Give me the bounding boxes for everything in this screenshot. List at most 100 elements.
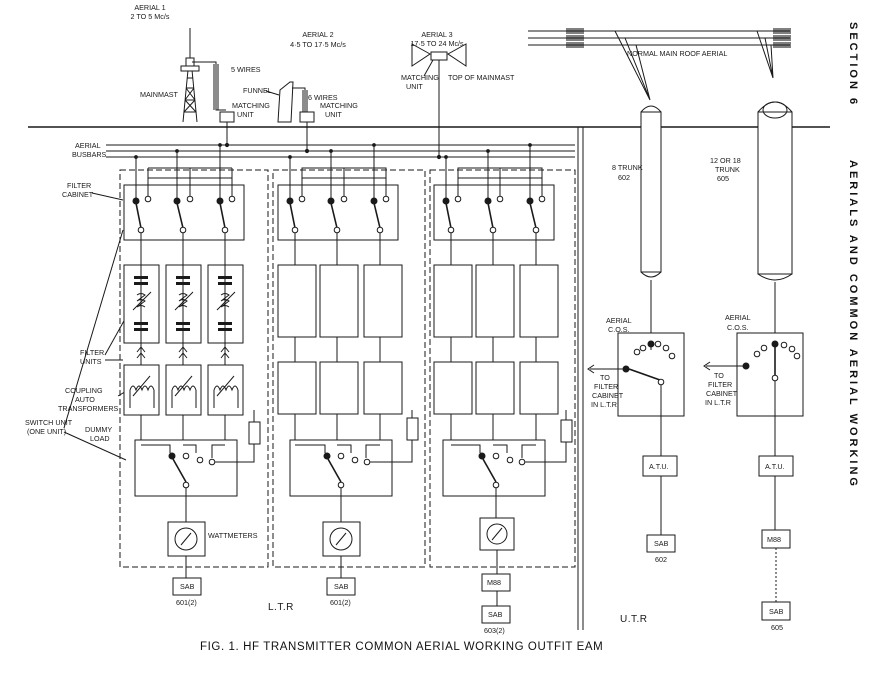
dummy-load-label-1: DUMMY bbox=[85, 425, 112, 434]
m88-ltr-label: M88 bbox=[487, 578, 501, 587]
channel-1: WATTMETERS SAB 601(2) bbox=[119, 143, 269, 607]
filter-units-label-1: FILTER bbox=[80, 348, 104, 357]
aerial-3-name: AERIAL 3 bbox=[421, 30, 452, 39]
busbars-label-1: AERIAL bbox=[75, 141, 101, 150]
aerial-busbars: AERIAL BUSBARS bbox=[72, 122, 575, 160]
channel-1-boundary bbox=[119, 169, 269, 568]
wattmeters-label: WATTMETERS bbox=[208, 531, 258, 540]
to-filter-602-4: IN L.T.R bbox=[591, 400, 617, 409]
mainmast-feeder bbox=[192, 61, 226, 111]
sab-601-1 bbox=[172, 577, 202, 596]
switch-unit-2 bbox=[289, 410, 419, 522]
mainmast-platform bbox=[180, 65, 200, 72]
matching-unit-3 bbox=[430, 51, 448, 61]
aerial-2-name: AERIAL 2 bbox=[302, 30, 333, 39]
top-of-mainmast-label: TOP OF MAINMAST bbox=[448, 73, 515, 82]
sab-601-1-label: SAB bbox=[180, 582, 195, 591]
trunk-605-label-3: 605 bbox=[717, 174, 729, 183]
aerial-2-range: 4·5 TO 17·5 Mc/s bbox=[290, 40, 346, 49]
sab-602-label: SAB bbox=[654, 539, 669, 548]
funnel-pointer bbox=[265, 90, 280, 96]
to-filter-602-1: TO bbox=[600, 373, 610, 382]
matching-label-1: MATCHING bbox=[232, 101, 270, 110]
sab-601-2 bbox=[326, 577, 356, 596]
switch-unit-3 bbox=[442, 410, 573, 518]
sab-602-sub: 602 bbox=[655, 555, 667, 564]
m88-ltr bbox=[481, 573, 511, 592]
dummy-load-label-2: LOAD bbox=[90, 434, 110, 443]
switch-unit-label-2: (ONE UNIT) bbox=[27, 427, 66, 436]
trunk-605-label-2: TRUNK bbox=[715, 165, 740, 174]
utr-trunk-605: 12 OR 18 TRUNK 605 AERIAL C.O.S. TO FILT… bbox=[703, 101, 804, 632]
matching-label-2: MATCHING bbox=[320, 101, 358, 110]
coupling-label-2: AUTO bbox=[75, 395, 95, 404]
atu-602-label: A.T.U. bbox=[649, 462, 669, 471]
trunk-602 bbox=[640, 111, 662, 273]
insulators-left bbox=[566, 28, 584, 48]
busbars-label-2: BUSBARS bbox=[72, 150, 107, 159]
dummy-load-3 bbox=[560, 419, 573, 443]
filter-switch-1b bbox=[173, 149, 194, 265]
funnel-label: FUNNEL bbox=[243, 86, 272, 95]
filter-switch-1c bbox=[147, 143, 236, 265]
aerial-cos-605 bbox=[736, 332, 804, 417]
switch-unit-label-1: SWITCH UNIT bbox=[25, 418, 73, 427]
aerial-cos-602-label-1: AERIAL bbox=[606, 316, 632, 325]
aerial-cos-602-label-2: C.O.S. bbox=[608, 325, 630, 334]
dummy-load-1 bbox=[248, 421, 261, 445]
trunk-602-label-2: 602 bbox=[618, 173, 630, 182]
figure-caption: FIG. 1. HF TRANSMITTER COMMON AERIAL WOR… bbox=[200, 641, 603, 653]
sab-603-label: SAB bbox=[488, 610, 503, 619]
dipole-left bbox=[411, 43, 431, 67]
trunk-605 bbox=[757, 111, 793, 275]
filter-units-1 bbox=[123, 264, 244, 365]
sab-603-sub: 603(2) bbox=[484, 626, 505, 635]
unit-label-3: UNIT bbox=[406, 82, 423, 91]
wattmeter-3 bbox=[479, 517, 515, 574]
switch-unit-1 bbox=[134, 410, 261, 522]
channel-3: M88 SAB 603(2) bbox=[429, 143, 576, 635]
mainmast-label: MAINMAST bbox=[140, 90, 179, 99]
atu-605-label: A.T.U. bbox=[765, 462, 785, 471]
five-wires-label: 5 WIRES bbox=[231, 65, 261, 74]
roof-downlead-602 bbox=[614, 30, 651, 101]
roof-downlead-605 bbox=[756, 30, 774, 79]
atu-602 bbox=[642, 455, 678, 477]
utr-trunk-602: 8 TRUNK 602 AERIAL C.O.S. TO FILTER CABI… bbox=[587, 105, 685, 564]
coupling-transformers-1 bbox=[123, 364, 244, 445]
trunk-602-label-1: 8 TRUNK bbox=[612, 163, 643, 172]
left-labels: FILTER CABINET FILTER UNITS COUPLING AUT… bbox=[25, 181, 131, 461]
section-title: AERIALS AND COMMON AERIAL WORKING bbox=[847, 160, 859, 489]
mainmast-lattice bbox=[182, 69, 198, 123]
to-filter-605-1: TO bbox=[714, 371, 724, 380]
filter-unit-1b-symbol bbox=[174, 265, 194, 343]
channel-2-boundary bbox=[272, 169, 426, 568]
sab-605 bbox=[761, 601, 791, 621]
roof-aerial-group: NORMAL MAIN ROOF AERIAL bbox=[528, 28, 791, 101]
six-wires-label: 6 WIRES bbox=[308, 93, 338, 102]
aerial-1-group: AERIAL 1 2 TO 5 Mc/s MAINMAST 5 WIRES MA… bbox=[131, 3, 270, 123]
funnel-shape bbox=[277, 81, 294, 123]
insulators-right bbox=[773, 28, 791, 48]
sab-603 bbox=[481, 605, 511, 624]
m88-utr-label: M88 bbox=[767, 535, 781, 544]
to-filter-605-2: FILTER bbox=[708, 380, 732, 389]
aerial-3-range: 17·5 TO 24 Mc/s bbox=[410, 39, 464, 48]
atu-605 bbox=[758, 455, 794, 477]
funnel-feeder bbox=[292, 87, 308, 112]
to-filter-605-4: IN L.T.R bbox=[705, 398, 731, 407]
dipole-right bbox=[447, 43, 467, 67]
matching-unit-2 bbox=[299, 111, 315, 123]
channel-2: SAB 601(2) bbox=[272, 143, 426, 607]
channel-3-boundary bbox=[429, 169, 576, 568]
aerial-cos-605-label-1: AERIAL bbox=[725, 313, 751, 322]
filter-switch-1a bbox=[132, 155, 156, 265]
dummy-load-2 bbox=[406, 417, 419, 441]
filter-units-label-2: UNITS bbox=[80, 357, 102, 366]
sab-601-2-sub: 601(2) bbox=[330, 598, 351, 607]
aerial-cos-605-label-2: C.O.S. bbox=[727, 323, 749, 332]
filter-unit-1a-symbol bbox=[132, 265, 152, 343]
matching-unit-1 bbox=[219, 111, 235, 123]
section-heading: SECTION 6 bbox=[847, 22, 859, 107]
trunk-605-label-1: 12 OR 18 bbox=[710, 156, 741, 165]
